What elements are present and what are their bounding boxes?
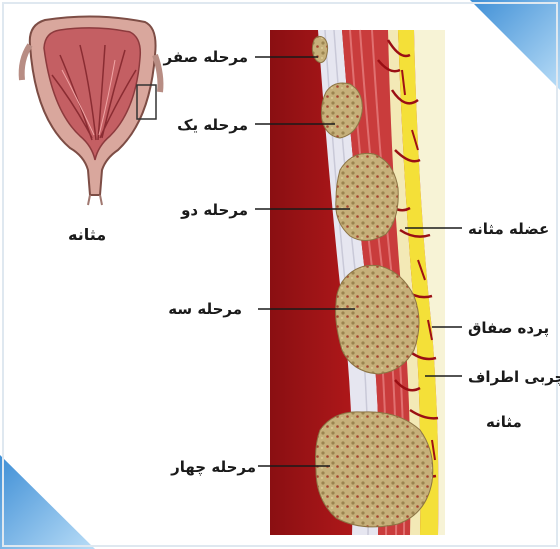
layer-label-perivesical-fat-line2: مثانه: [486, 413, 522, 431]
tumor-stage-2: [336, 153, 398, 240]
tumor-stage-0: [312, 36, 327, 62]
tumor-stage-4: [316, 412, 433, 527]
stage-label-0: مرحله صفر: [164, 48, 249, 66]
layer-label-bladder-muscle: عضله مثانه: [468, 220, 549, 238]
bladder-illustration: [22, 16, 161, 205]
frame-corner-top-right: [470, 0, 560, 90]
layer-label-perivesical-fat: چربی اطراف: [468, 368, 560, 386]
layer-label-peritoneum: پرده صفاق: [468, 319, 549, 337]
stage-label-4: مرحله چهار: [171, 458, 256, 476]
organ-label-bladder: مثانه: [68, 226, 106, 244]
stage-label-1: مرحله یک: [177, 116, 248, 134]
stage-label-3: مرحله سه: [168, 300, 242, 318]
stage-label-2: مرحله دو: [181, 201, 248, 219]
frame-corner-bottom-left: [0, 455, 95, 549]
